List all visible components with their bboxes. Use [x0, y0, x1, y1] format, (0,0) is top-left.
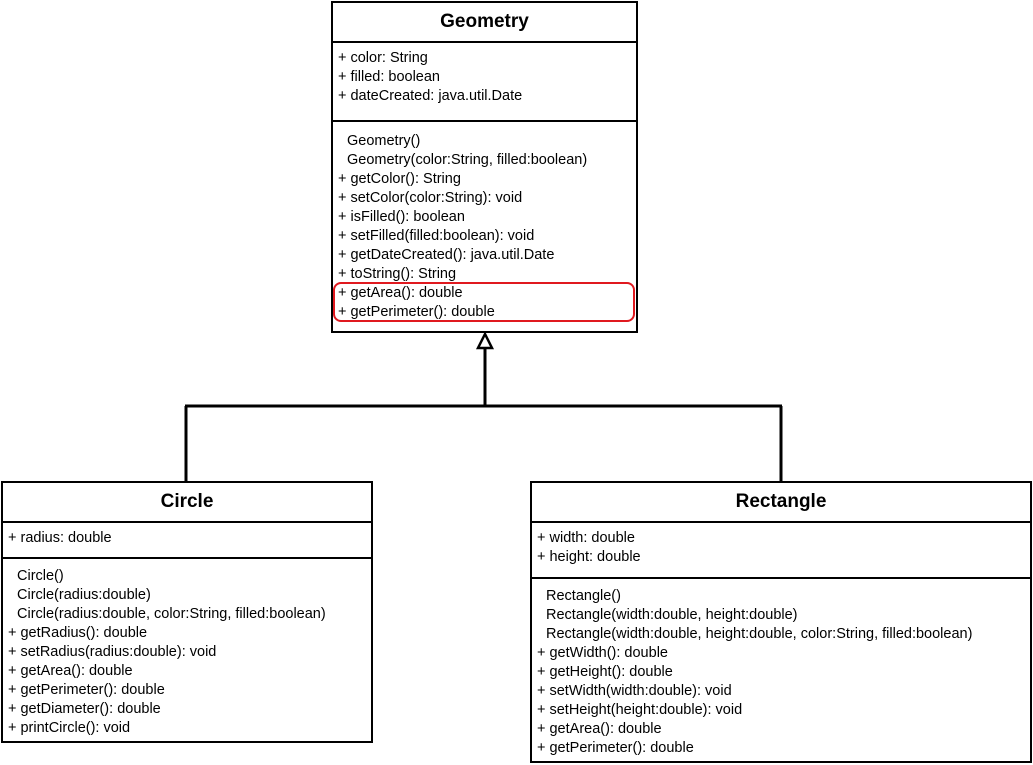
- operation: + getColor(): String: [338, 171, 461, 187]
- attributes-rectangle: + width: double + height: double: [532, 523, 1030, 579]
- constructor: Circle(radius:double, color:String, fill…: [17, 606, 326, 622]
- attribute: + filled: boolean: [338, 69, 440, 85]
- attribute: + width: double: [537, 530, 635, 546]
- constructor: Rectangle(): [546, 588, 621, 604]
- constructor: Circle(radius:double): [17, 587, 151, 603]
- constructor: Geometry(color:String, filled:boolean): [347, 152, 588, 168]
- constructor: Geometry(): [347, 133, 421, 149]
- operation: + getPerimeter(): double: [338, 304, 495, 320]
- constructor: Rectangle(width:double, height:double, c…: [546, 626, 973, 642]
- operation: + getArea(): double: [338, 285, 463, 301]
- operation: + getRadius(): double: [8, 625, 148, 641]
- operation: + printCircle(): void: [8, 720, 131, 736]
- operation: + setRadius(radius:double): void: [8, 644, 217, 660]
- operation: + isFilled(): boolean: [338, 209, 465, 225]
- operations-rectangle: Rectangle() Rectangle(width:double, heig…: [532, 579, 1030, 758]
- operation: + getArea(): double: [537, 721, 662, 737]
- attributes-geometry: + color: String + filled: boolean + date…: [333, 43, 636, 122]
- attribute: + color: String: [338, 50, 428, 66]
- operation: + setHeight(height:double): void: [537, 702, 743, 718]
- constructor: Circle(): [17, 568, 64, 584]
- abstract-methods-highlight: [333, 282, 635, 322]
- operation: + setColor(color:String): void: [338, 190, 523, 206]
- attribute: + dateCreated: java.util.Date: [338, 88, 523, 104]
- class-rectangle[interactable]: Rectangle + width: double + height: doub…: [530, 481, 1032, 763]
- operation: + toString(): String: [338, 266, 457, 282]
- operation: + getPerimeter(): double: [8, 682, 165, 698]
- operations-geometry: Geometry() Geometry(color:String, filled…: [333, 122, 636, 322]
- constructor: Rectangle(width:double, height:double): [546, 607, 798, 623]
- operation: + getDiameter(): double: [8, 701, 161, 717]
- class-title-circle: Circle: [3, 483, 371, 523]
- operation: + getWidth(): double: [537, 645, 668, 661]
- class-title-geometry: Geometry: [333, 3, 636, 43]
- operation: + getPerimeter(): double: [537, 740, 694, 756]
- operations-circle: Circle() Circle(radius:double) Circle(ra…: [3, 559, 371, 738]
- attributes-circle: + radius: double: [3, 523, 371, 559]
- operation: + setWidth(width:double): void: [537, 683, 732, 699]
- class-circle[interactable]: Circle + radius: double Circle() Circle(…: [1, 481, 373, 743]
- attribute: + radius: double: [8, 530, 112, 546]
- class-title-rectangle: Rectangle: [532, 483, 1030, 523]
- attribute: + height: double: [537, 549, 641, 565]
- operation: + getDateCreated(): java.util.Date: [338, 247, 555, 263]
- operation: + setFilled(filled:boolean): void: [338, 228, 535, 244]
- operation: + getHeight(): double: [537, 664, 673, 680]
- class-geometry[interactable]: Geometry + color: String + filled: boole…: [331, 1, 638, 333]
- operation: + getArea(): double: [8, 663, 133, 679]
- generalization-arrowhead-icon: [475, 331, 495, 350]
